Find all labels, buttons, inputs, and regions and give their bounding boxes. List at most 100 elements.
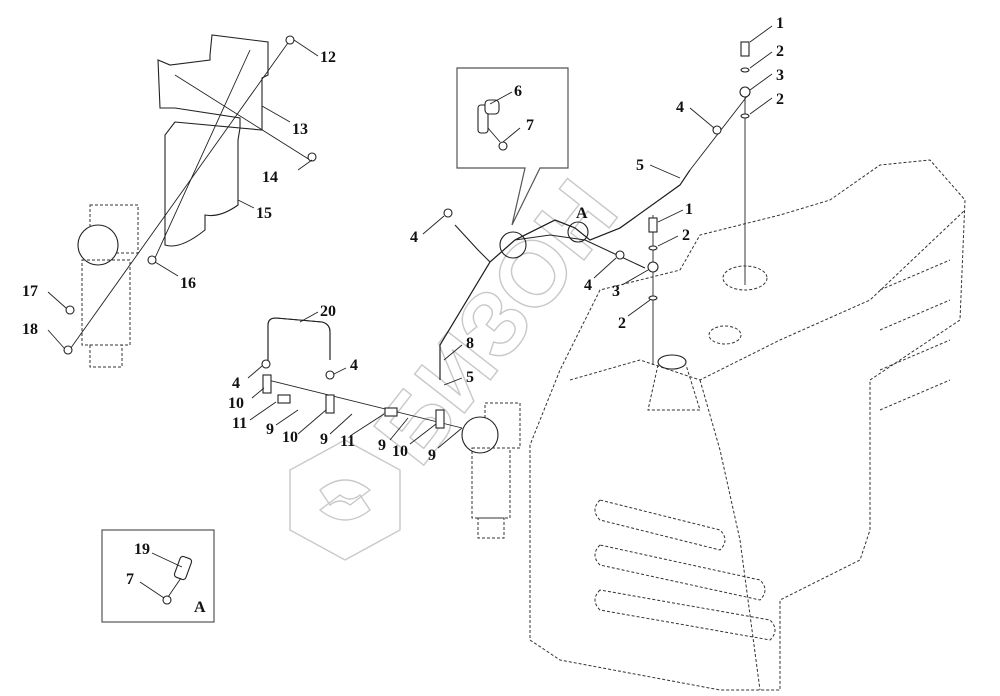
filler-neck	[657, 354, 687, 370]
tank-rear-ribs	[879, 259, 951, 411]
callout-2: 2	[776, 91, 784, 108]
fuel-filter-left	[63, 204, 139, 368]
fuel-line-20	[267, 317, 331, 365]
callout-5: 5	[636, 157, 644, 174]
tank-rib-3	[594, 589, 776, 641]
fuel-line-branch	[454, 224, 491, 263]
banjo-part-3-right	[739, 86, 751, 98]
callout-detail-a: A	[576, 205, 588, 222]
bolt-part-14	[307, 152, 317, 162]
banjo-bolt-part-1-right	[740, 41, 750, 57]
watermark-hexagon-icon	[289, 439, 401, 561]
fuel-line-5-inner	[439, 169, 691, 380]
callout-10: 10	[282, 429, 298, 446]
mounting-bracket-13	[157, 34, 269, 131]
clamp-part-4-upper	[712, 125, 722, 135]
nut-part-16	[147, 255, 157, 265]
callout-19: 19	[134, 541, 150, 558]
washer-part-2-mid-b	[648, 295, 658, 301]
callout-2: 2	[682, 227, 690, 244]
callout-10: 10	[392, 443, 408, 460]
callout-20: 20	[320, 303, 336, 320]
bolt-part-17	[65, 305, 75, 315]
banjo-part-3-mid	[647, 261, 659, 273]
callout-4: 4	[232, 375, 240, 392]
bolt-axis-detail	[167, 577, 182, 598]
washer-part-4-left	[261, 359, 271, 369]
banjo-stack-mid	[647, 215, 659, 365]
bolt-part-7-detail	[162, 595, 172, 605]
callout-7: 7	[126, 571, 134, 588]
washer-part-2-mid-a	[648, 245, 658, 251]
fitting-axis	[267, 379, 463, 429]
filter-left-head	[77, 224, 119, 266]
detail-box-clamp	[456, 67, 569, 226]
callout-15: 15	[256, 205, 272, 222]
clamp-part-4-left	[443, 208, 453, 218]
washer-part-4-right	[325, 370, 335, 380]
callout-9: 9	[428, 447, 436, 464]
washer-part-2-right-a	[740, 67, 750, 73]
tank-port	[708, 325, 742, 345]
callout-4: 4	[676, 99, 684, 116]
fuel-tank-top-edge	[569, 209, 966, 381]
callout-13: 13	[292, 121, 308, 138]
callout-17: 17	[22, 283, 38, 300]
leader-lines	[47, 25, 773, 599]
callout-3: 3	[776, 67, 784, 84]
filter-left-bowl	[81, 259, 131, 346]
bracket-assembly	[67, 34, 317, 353]
callout-1: 1	[685, 201, 693, 218]
tank-rib-1	[594, 499, 726, 551]
callout-10: 10	[228, 395, 244, 412]
main-fuel-lines	[439, 94, 749, 380]
return-line	[514, 234, 646, 269]
bolt-part-11-left	[277, 394, 291, 404]
nut-part-18	[63, 345, 73, 355]
tank-rib-2	[594, 544, 766, 601]
callout-1: 1	[776, 15, 784, 32]
shield-plate-15	[164, 121, 241, 247]
detail-view-a-box	[101, 529, 215, 623]
detail-view-a-frame	[101, 529, 215, 623]
callout-7: 7	[526, 117, 534, 134]
callout-16: 16	[180, 275, 196, 292]
bolt-axis	[487, 127, 501, 143]
fuel-line-20-inner	[267, 317, 331, 365]
callout-6: 6	[514, 83, 522, 100]
detail-a-marker-circle	[567, 221, 589, 243]
detail-marker-circle	[499, 231, 527, 259]
fuel-tank-outline	[529, 159, 966, 691]
callout-detail-view-a: A	[194, 599, 206, 616]
callout-9: 9	[320, 431, 328, 448]
callout-11: 11	[340, 433, 355, 450]
banjo-stack-right	[739, 41, 751, 285]
bolt-axis-12-16	[154, 49, 251, 259]
callout-2: 2	[776, 43, 784, 60]
watermark-symbol-icon	[318, 479, 372, 521]
bolt-axis-18	[67, 39, 291, 353]
filter-center-head	[461, 416, 499, 454]
callout-5: 5	[466, 369, 474, 386]
callout-9: 9	[266, 421, 274, 438]
filter-center-bowl	[471, 447, 511, 519]
callout-14: 14	[262, 169, 278, 186]
callout-labels: 1 2 3 2 4 5 1 2 4 3 2 4 A 6 7 12 13 14 1…	[22, 15, 784, 616]
filter-left-bottom	[89, 344, 123, 368]
fuel-line-20-assembly	[261, 317, 463, 429]
callout-8: 8	[466, 335, 474, 352]
bolt-part-7	[498, 141, 508, 151]
washer-part-2-right-b	[740, 113, 750, 119]
callout-11: 11	[232, 415, 247, 432]
callout-2: 2	[618, 315, 626, 332]
banjo-bolt-part-1-mid	[648, 217, 658, 233]
callout-4: 4	[410, 229, 418, 246]
filler-neck-body	[647, 364, 701, 411]
clamp-part-6-top	[484, 99, 500, 115]
banjo-part-10-mid	[325, 394, 335, 414]
callout-3: 3	[612, 283, 620, 300]
clip-part-19	[173, 555, 193, 581]
callout-18: 18	[22, 321, 38, 338]
banjo-part-10-left	[262, 374, 272, 394]
